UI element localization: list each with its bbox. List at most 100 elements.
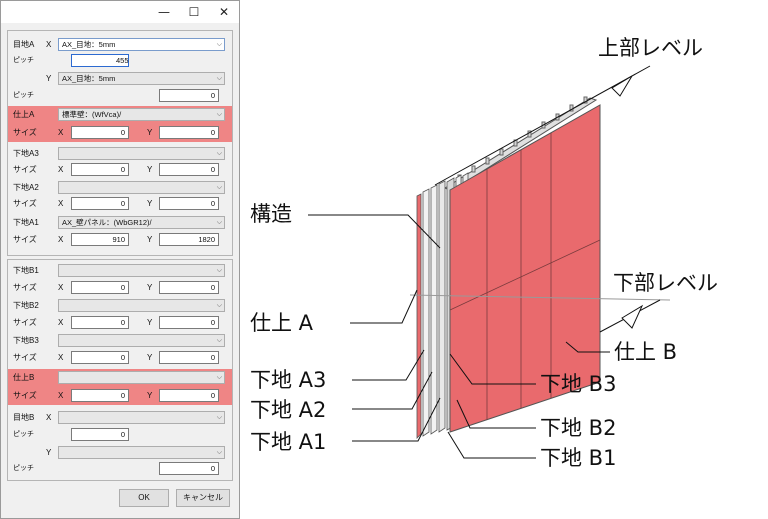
base-a1-size-label: サイズ bbox=[13, 235, 37, 244]
joint-a-label: 目地A bbox=[13, 40, 35, 49]
joint-b-y-row: Y ⌵ bbox=[8, 444, 232, 462]
joint-a-y-value: AX_目地：5mm bbox=[62, 74, 116, 83]
joint-a-x-value: AX_目地：5mm bbox=[62, 40, 116, 49]
finish-a-select[interactable]: 標準壁：(WfVca)/⌵ bbox=[58, 108, 225, 121]
base-b3-label: 下地B3 bbox=[13, 336, 39, 345]
joint-a-y-row: Y AX_目地：5mm⌵ bbox=[8, 70, 232, 88]
chevron-down-icon: ⌵ bbox=[216, 414, 222, 421]
structure-label: 構造 bbox=[250, 202, 292, 226]
base-b1-size-label: サイズ bbox=[13, 283, 37, 292]
finish-b-y-label: Y bbox=[147, 391, 153, 400]
base-b2-row: 下地B2 ⌵ bbox=[8, 297, 232, 315]
joint-b-pitch2-row: ピッチ 0 bbox=[8, 460, 232, 478]
joint-b-pitch2-input[interactable]: 0 bbox=[159, 462, 219, 475]
joint-a-pitch2-label: ピッチ bbox=[13, 92, 34, 99]
base-a2-x-label: X bbox=[58, 199, 64, 208]
base-b1-diagram-label: 下地 B1 bbox=[540, 446, 617, 470]
base-a2-board bbox=[430, 184, 438, 435]
side-b-panel: 下地B1 ⌵ サイズ X 0 Y 0 下地B2 ⌵ サイズ X 0 Y 0 下地… bbox=[7, 259, 233, 481]
base-a2-y-label: Y bbox=[147, 199, 153, 208]
base-a3-diagram-label: 下地 A3 bbox=[250, 368, 327, 392]
joint-b-pitch-label: ピッチ bbox=[13, 431, 34, 438]
chevron-down-icon: ⌵ bbox=[216, 150, 222, 157]
joint-b-y-select[interactable]: ⌵ bbox=[58, 446, 225, 459]
joint-a-pitch-input[interactable]: 455 bbox=[71, 54, 129, 67]
joint-a-x-select[interactable]: AX_目地：5mm⌵ bbox=[58, 38, 225, 51]
base-b2-x-label: X bbox=[58, 318, 64, 327]
finish-b-x-input[interactable]: 0 bbox=[71, 389, 129, 402]
base-a3-label: 下地A3 bbox=[13, 149, 39, 158]
chevron-down-icon: ⌵ bbox=[216, 302, 222, 309]
base-a1-x-input[interactable]: 910 bbox=[71, 233, 129, 246]
base-a3-board bbox=[422, 188, 430, 437]
base-a2-x-input[interactable]: 0 bbox=[71, 197, 129, 210]
base-b2-select[interactable]: ⌵ bbox=[58, 299, 225, 312]
base-a2-y-input[interactable]: 0 bbox=[159, 197, 219, 210]
base-b3-y-input[interactable]: 0 bbox=[159, 351, 219, 364]
joint-a-pitch2-input[interactable]: 0 bbox=[159, 89, 219, 102]
ok-button[interactable]: OK bbox=[119, 489, 169, 507]
joint-a-pitch-row: ピッチ 455 bbox=[8, 52, 232, 70]
joint-a-x-label: X bbox=[46, 40, 52, 49]
joint-a-y-select[interactable]: AX_目地：5mm ⌵ bbox=[58, 72, 225, 85]
base-b2-size-label: サイズ bbox=[13, 318, 37, 327]
base-b3-x-label: X bbox=[58, 353, 64, 362]
finish-b-size-label: サイズ bbox=[13, 391, 37, 400]
base-a3-size-row: サイズ X 0 Y 0 bbox=[8, 161, 232, 179]
chevron-down-icon: ⌵ bbox=[216, 449, 222, 456]
finish-a-y-input[interactable]: 0 bbox=[159, 126, 219, 139]
finish-a-row: 仕上A 標準壁：(WfVca)/⌵ bbox=[8, 106, 232, 124]
base-a1-row: 下地A1 AX_壁パネル：(WbGR12)/⌵ bbox=[8, 214, 232, 232]
cancel-button[interactable]: キャンセル bbox=[176, 489, 230, 507]
finish-a-value: 標準壁：(WfVca)/ bbox=[62, 110, 122, 119]
leader-lines bbox=[308, 214, 610, 459]
finish-b-select[interactable]: ⌵ bbox=[58, 371, 225, 384]
base-b1-y-input[interactable]: 0 bbox=[159, 281, 219, 294]
base-b3-diagram-label: 下地 B3 bbox=[540, 372, 617, 396]
minimize-icon[interactable]: — bbox=[158, 5, 170, 19]
joint-b-x-row: 目地B X ⌵ bbox=[8, 409, 232, 427]
base-a1-y-label: Y bbox=[147, 235, 153, 244]
base-b2-x-input[interactable]: 0 bbox=[71, 316, 129, 329]
title-bar: — ☐ ✕ bbox=[1, 1, 239, 23]
wall-layer-diagram: 上部レベル 下部レベル 構造 仕上 A 下地 A3 下地 A2 下地 A1 仕上… bbox=[240, 0, 768, 519]
base-b1-x-label: X bbox=[58, 283, 64, 292]
base-a3-select[interactable]: ⌵ bbox=[58, 147, 225, 160]
base-a2-select[interactable]: ⌵ bbox=[58, 181, 225, 194]
finish-b-y-input[interactable]: 0 bbox=[159, 389, 219, 402]
base-a1-y-input[interactable]: 1820 bbox=[159, 233, 219, 246]
base-a1-label: 下地A1 bbox=[13, 218, 39, 227]
base-b3-x-input[interactable]: 0 bbox=[71, 351, 129, 364]
maximize-icon[interactable]: ☐ bbox=[188, 5, 200, 19]
base-a3-y-input[interactable]: 0 bbox=[159, 163, 219, 176]
joint-b-x-select[interactable]: ⌵ bbox=[58, 411, 225, 424]
finish-b-x-label: X bbox=[58, 391, 64, 400]
base-b2-y-label: Y bbox=[147, 318, 153, 327]
base-b1-x-input[interactable]: 0 bbox=[71, 281, 129, 294]
base-b1-select[interactable]: ⌵ bbox=[58, 264, 225, 277]
chevron-down-icon: ⌵ bbox=[216, 219, 222, 226]
base-b2-y-input[interactable]: 0 bbox=[159, 316, 219, 329]
finish-a-board bbox=[416, 193, 422, 439]
joint-b-x-label: X bbox=[46, 413, 52, 422]
finish-a-size-row: サイズ X 0 Y 0 bbox=[8, 124, 232, 142]
finish-b-diagram-label: 仕上 B bbox=[614, 340, 678, 364]
chevron-down-icon: ⌵ bbox=[216, 267, 222, 274]
joint-a-x-row: 目地A X AX_目地：5mm⌵ bbox=[8, 36, 232, 54]
base-a3-x-input[interactable]: 0 bbox=[71, 163, 129, 176]
base-a2-size-label: サイズ bbox=[13, 199, 37, 208]
finish-a-x-label: X bbox=[58, 128, 64, 137]
joint-b-y-label: Y bbox=[46, 448, 52, 457]
base-a1-select[interactable]: AX_壁パネル：(WbGR12)/⌵ bbox=[58, 216, 225, 229]
base-a2-diagram-label: 下地 A2 bbox=[250, 398, 327, 422]
finish-b-row: 仕上B ⌵ bbox=[8, 369, 232, 387]
base-a1-size-row: サイズ X 910 Y 1820 bbox=[8, 231, 232, 249]
finish-a-x-input[interactable]: 0 bbox=[71, 126, 129, 139]
base-b3-select[interactable]: ⌵ bbox=[58, 334, 225, 347]
base-a2-row: 下地A2 ⌵ bbox=[8, 179, 232, 197]
joint-b-pitch-input[interactable]: 0 bbox=[71, 428, 129, 441]
base-b3-size-label: サイズ bbox=[13, 353, 37, 362]
close-icon[interactable]: ✕ bbox=[218, 5, 230, 19]
chevron-down-icon: ⌵ bbox=[216, 75, 222, 82]
base-b2-size-row: サイズ X 0 Y 0 bbox=[8, 314, 232, 332]
